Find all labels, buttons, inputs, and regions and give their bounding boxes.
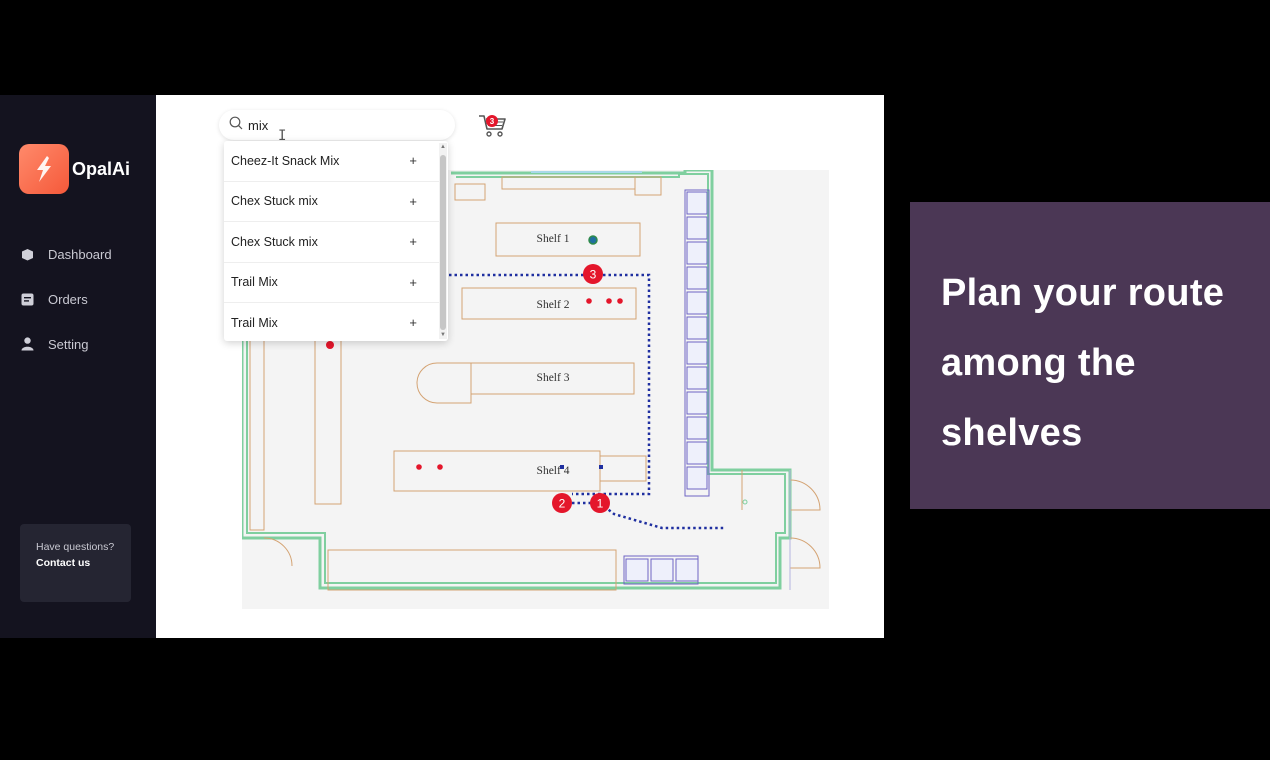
list-item[interactable]: Trail Mix + — [224, 303, 439, 341]
route-stop-label: 3 — [590, 268, 597, 282]
list-item[interactable]: Trail Mix + — [224, 263, 439, 303]
store-wall-inner — [246, 173, 786, 584]
cart-button[interactable]: 3 — [478, 113, 508, 139]
add-item-button[interactable]: + — [409, 274, 417, 290]
shelf-4-label: Shelf 4 — [537, 465, 570, 477]
shelf-3-label: Shelf 3 — [537, 372, 570, 384]
contact-us-link[interactable]: Contact us — [36, 556, 91, 569]
cooler-row — [623, 555, 699, 585]
promo-line-1: Plan your route — [941, 272, 1225, 314]
route-stop-2[interactable]: 2 — [552, 493, 572, 513]
scrollbar-thumb[interactable] — [440, 155, 446, 330]
route-stop-label: 1 — [597, 497, 604, 511]
add-item-button[interactable]: + — [409, 234, 417, 250]
brand-name: OpalAi — [72, 158, 131, 179]
product-marker — [416, 464, 422, 470]
help-box: Have questions? Contact us — [20, 524, 131, 602]
route-stop-1[interactable]: 1 — [590, 493, 610, 513]
product-marker — [588, 235, 598, 245]
promo-line-2: among the — [941, 342, 1136, 384]
search-icon — [229, 116, 243, 135]
cart-count-badge: 3 — [486, 115, 498, 127]
door-swing — [263, 537, 293, 567]
sidebar-item-label: Setting — [48, 336, 89, 352]
brand[interactable]: OpalAi — [19, 144, 130, 194]
sidebar-item-setting[interactable]: Setting — [20, 333, 112, 355]
box-icon — [20, 247, 34, 261]
list-item[interactable]: Cheez-It Snack Mix + — [224, 141, 439, 182]
list-item[interactable]: Chex Stuck mix + — [224, 222, 439, 263]
counter — [454, 183, 486, 201]
list-item[interactable]: Chex Stuck mix + — [224, 182, 439, 222]
document-icon — [20, 292, 34, 306]
result-label: Trail Mix — [231, 275, 278, 290]
sidebar-item-orders[interactable]: Orders — [20, 288, 112, 310]
result-label: Trail Mix — [231, 315, 278, 330]
help-question: Have questions? — [36, 541, 115, 553]
search-results-dropdown: Cheez-It Snack Mix + Chex Stuck mix + Ch… — [224, 141, 448, 341]
shelf-2 — [461, 287, 637, 320]
product-marker — [617, 298, 623, 304]
sidebar-item-label: Orders — [48, 291, 88, 307]
route-path — [449, 273, 651, 496]
cooler-column — [684, 189, 710, 497]
promo-line-3: shelves — [941, 412, 1083, 454]
route-stop-label: 2 — [559, 497, 566, 511]
product-marker — [606, 298, 612, 304]
result-label: Cheez-It Snack Mix — [231, 153, 340, 168]
product-marker — [586, 298, 592, 304]
door-swing — [789, 479, 821, 511]
user-icon — [20, 337, 34, 351]
scroll-up-icon[interactable]: ▲ — [440, 144, 446, 150]
sidebar-nav: Dashboard Orders Setting — [20, 243, 112, 378]
shelf-2-label: Shelf 2 — [537, 299, 570, 311]
result-label: Chex Stuck mix — [231, 234, 318, 249]
product-marker — [437, 464, 443, 470]
product-marker — [560, 465, 564, 469]
sidebar-item-label: Dashboard — [48, 246, 112, 262]
shelf-3 — [470, 362, 635, 395]
door-swing — [789, 537, 821, 569]
shelf-3-endcap — [416, 362, 472, 404]
text-cursor-icon: I — [278, 128, 287, 144]
search-input[interactable] — [248, 117, 418, 133]
sidebar: OpalAi Dashboard Orders Setting — [0, 95, 156, 638]
main-content: I 3 Cheez-It Snack Mix + Chex Stuck mix … — [156, 95, 884, 638]
bottom-shelf — [327, 549, 617, 591]
route-stop-3[interactable]: 3 — [583, 264, 603, 284]
add-item-button[interactable]: + — [409, 193, 417, 209]
bird-icon — [19, 144, 69, 194]
result-label: Chex Stuck mix — [231, 194, 318, 209]
promo-panel: Plan your route among the shelves — [910, 202, 1270, 509]
shelf-1 — [495, 222, 641, 257]
search-bar[interactable] — [219, 110, 455, 140]
scroll-down-icon[interactable]: ▼ — [440, 332, 446, 338]
door-knob — [742, 499, 748, 505]
dropdown-scrollbar[interactable]: ▲ ▼ — [439, 143, 447, 339]
product-marker — [599, 465, 603, 469]
shelf-1-label: Shelf 1 — [537, 233, 570, 245]
counter — [634, 176, 662, 196]
add-item-button[interactable]: + — [409, 315, 417, 331]
sidebar-item-dashboard[interactable]: Dashboard — [20, 243, 112, 265]
product-marker — [326, 341, 334, 349]
add-item-button[interactable]: + — [409, 153, 417, 169]
app-window: OpalAi Dashboard Orders Setting — [0, 95, 884, 638]
